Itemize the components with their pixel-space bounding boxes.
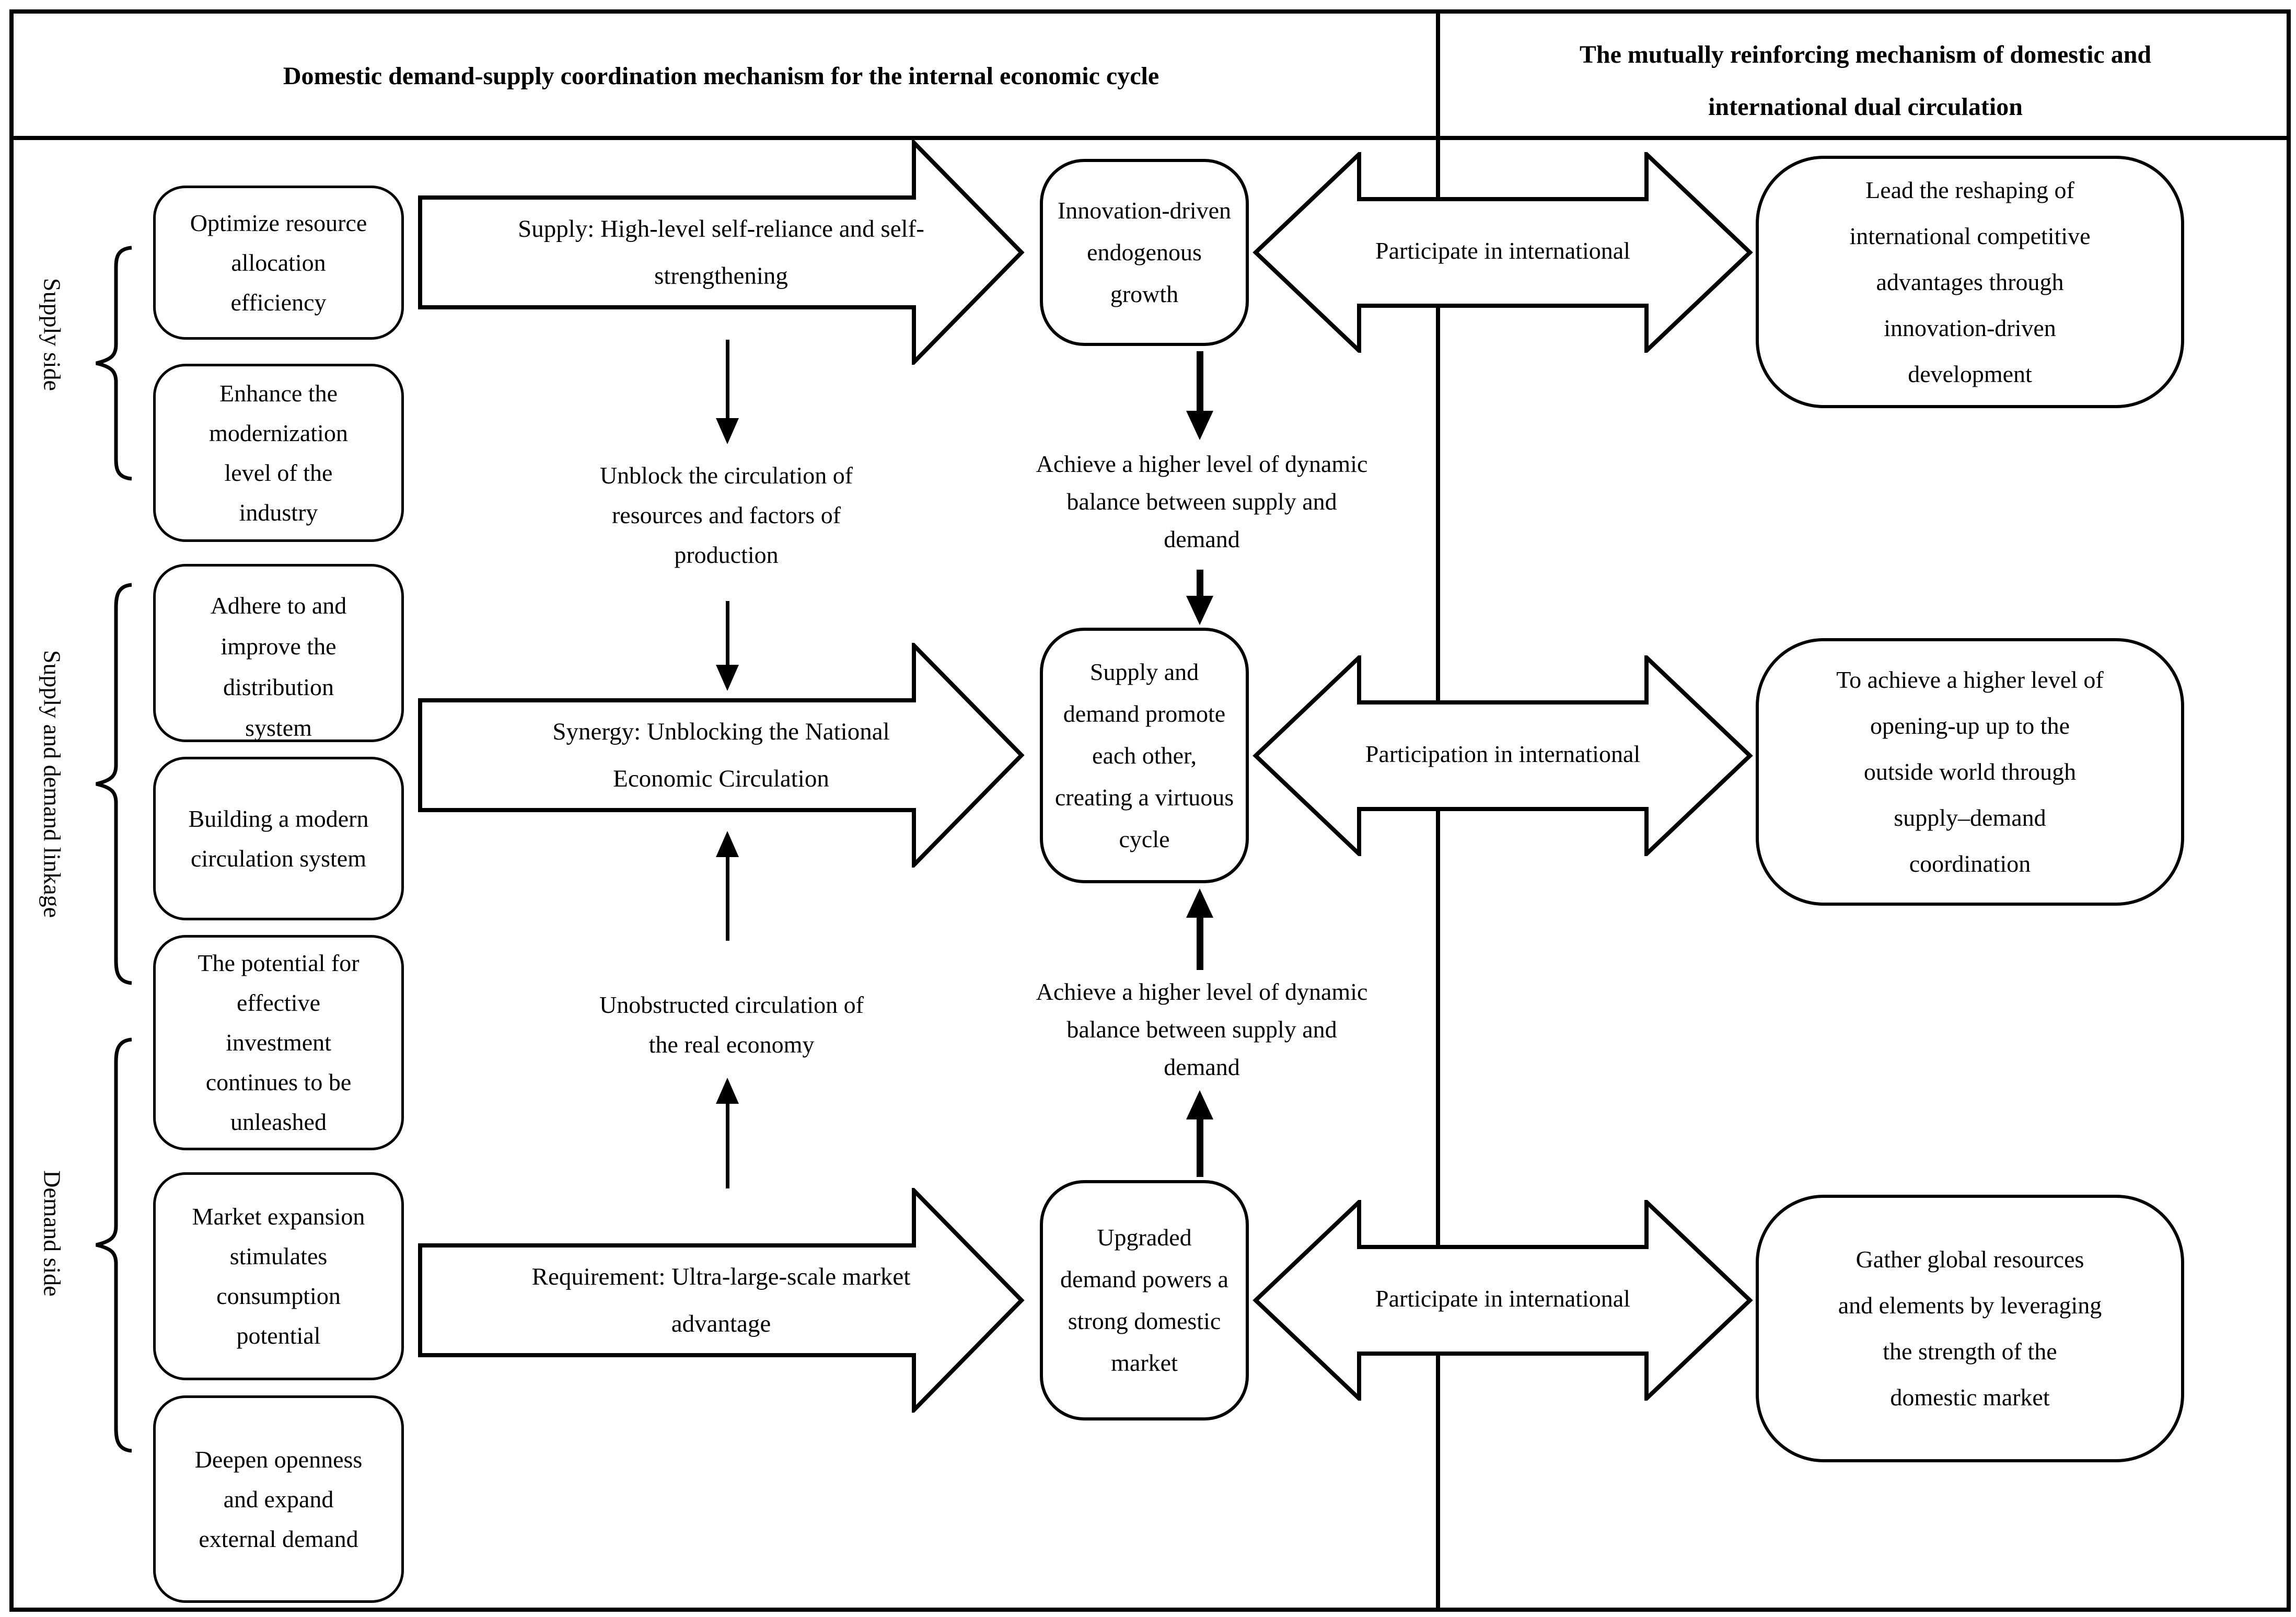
header-left-title: Domestic demand-supply coordination mech…	[283, 62, 1159, 90]
group-label-supply-side: Supply side	[39, 278, 66, 391]
thin-up-arrow-1	[716, 831, 739, 941]
group-label-supply-demand-linkage: Supply and demand linkage	[39, 650, 66, 918]
bold-up-arrow-2	[1186, 1090, 1213, 1177]
header-separator-line	[9, 136, 2287, 140]
flow-arrow-synergy-shape	[418, 643, 1026, 868]
brace-supply-demand-linkage	[87, 583, 144, 985]
bold-down-arrow-1	[1186, 351, 1213, 440]
bold-down-arrow-2	[1186, 570, 1213, 625]
dual-arrow-bottom-label: Participate in international	[1375, 1285, 1630, 1312]
dual-arrow-top-label: Participate in international	[1375, 237, 1630, 264]
thin-up-arrow-2	[716, 1078, 739, 1188]
dual-arrow-middle-label: Participation in international	[1365, 741, 1641, 767]
thin-down-arrow-1	[716, 340, 739, 444]
thin-down-arrow-2	[716, 601, 739, 691]
dual-arrow-top-shape	[1253, 152, 1753, 353]
outer-border	[9, 9, 2291, 1612]
dual-arrow-middle-shape	[1253, 655, 1753, 856]
brace-demand-side	[87, 1037, 144, 1453]
bold-up-arrow-1	[1186, 888, 1213, 970]
flow-arrow-requirement-shape	[418, 1188, 1026, 1413]
header-right-title: The mutually reinforcing mechanism of do…	[1579, 41, 2152, 121]
flow-arrow-supply-label: Supply: High-level self-reliance and sel…	[518, 215, 924, 290]
dual-arrow-bottom-shape	[1253, 1200, 1753, 1401]
flow-arrow-supply-shape	[418, 140, 1026, 365]
brace-supply-side	[87, 246, 144, 481]
group-label-demand-side: Demand side	[39, 1170, 66, 1297]
